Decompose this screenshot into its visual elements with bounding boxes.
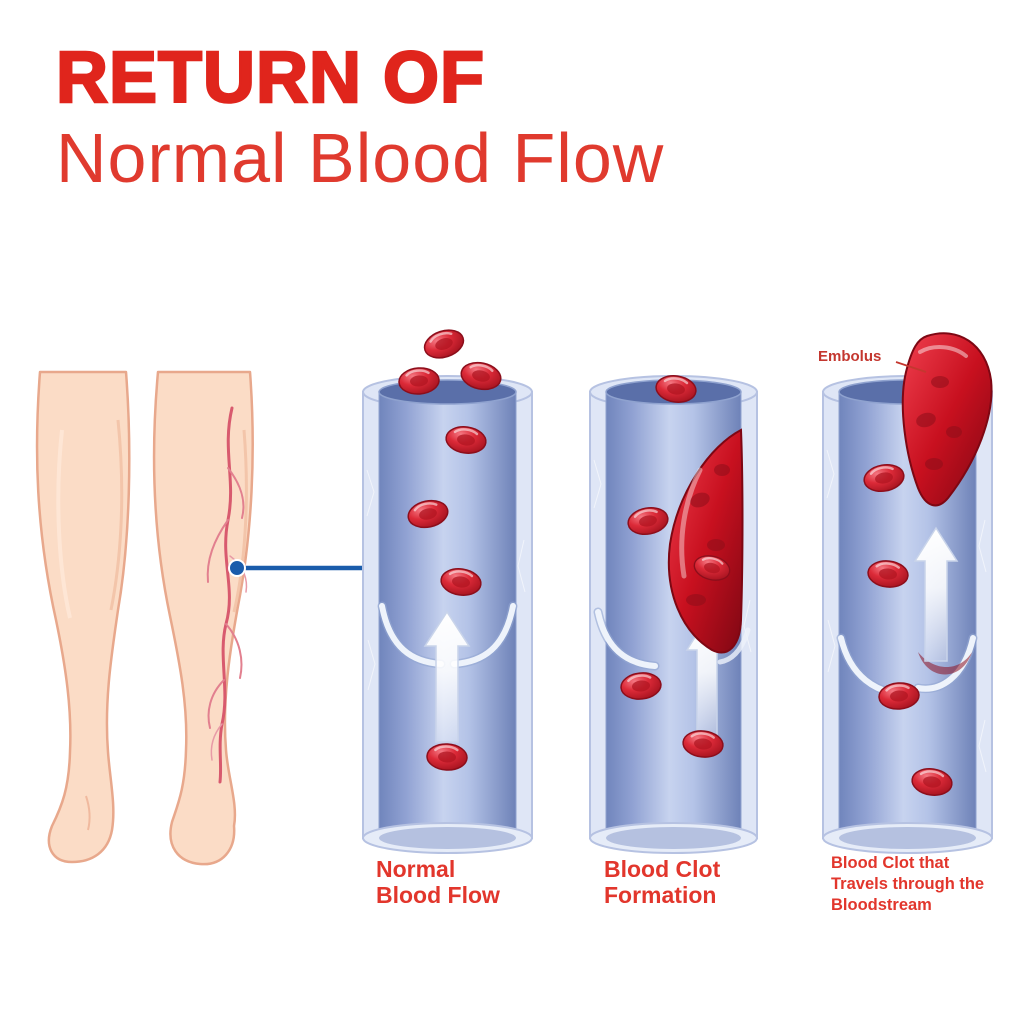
panel-label-line: Formation — [604, 882, 717, 909]
embolus-highlight — [918, 345, 968, 358]
vein-valve — [593, 607, 751, 671]
panel-label-line: Bloodstream — [831, 896, 932, 915]
left-leg-heel-line — [85, 795, 91, 831]
panel-label-line: Normal — [376, 856, 456, 882]
blood-clot — [667, 428, 744, 654]
vein-pointer — [228, 559, 364, 577]
red-blood-cell-icon — [419, 324, 469, 364]
vein-bottom-opening — [379, 827, 516, 849]
panel-label-line: Travels through the — [831, 875, 985, 894]
up-arrow-icon — [423, 610, 471, 743]
vein-panel-clot-formation — [589, 372, 758, 854]
panel-label-line: Blood Clot — [604, 856, 721, 882]
vein-panel-normal-flow — [362, 324, 533, 854]
left-leg-highlight — [56, 429, 72, 619]
panel-label-line: Blood Clot that — [831, 854, 950, 872]
vein-wall-texture — [366, 469, 526, 691]
blood-clot-highlight — [679, 467, 703, 579]
vein-bottom-opening — [606, 827, 741, 849]
right-leg-shading — [232, 429, 248, 613]
valve-pocket-residue — [918, 652, 972, 675]
up-arrow-icon — [913, 526, 959, 662]
title-line-2: Normal Blood Flow — [56, 119, 665, 197]
left-leg — [35, 370, 131, 864]
vein-wall-texture — [593, 459, 752, 653]
varicose-veins — [206, 406, 248, 784]
pointer-dot — [228, 559, 246, 577]
panel-label-normal-blood-flow: Normal Blood Flow — [376, 856, 500, 909]
vein-valve — [377, 601, 518, 669]
vein-wall-texture — [826, 449, 987, 773]
panel-label-line: Blood Flow — [376, 882, 500, 909]
embolus-texture — [916, 376, 962, 470]
vein-panel-embolus — [822, 332, 993, 854]
embolus-annotation: Embolus — [818, 348, 882, 365]
embolus-clot — [901, 332, 993, 507]
page-title: RETURN OF Normal Blood Flow — [55, 38, 665, 197]
blood-clot-texture — [686, 464, 730, 606]
right-leg — [152, 370, 254, 866]
vein-bottom-opening — [839, 827, 976, 849]
title-line-1: RETURN OF — [55, 38, 485, 118]
left-leg-shading — [109, 419, 124, 611]
panel-label-embolus-travel: Blood Clot that Travels through the Bloo… — [831, 853, 984, 916]
embolus-callout-line — [895, 361, 927, 373]
panel-label-blood-clot-formation: Blood Clot Formation — [604, 856, 720, 909]
legs-illustration — [35, 370, 254, 866]
